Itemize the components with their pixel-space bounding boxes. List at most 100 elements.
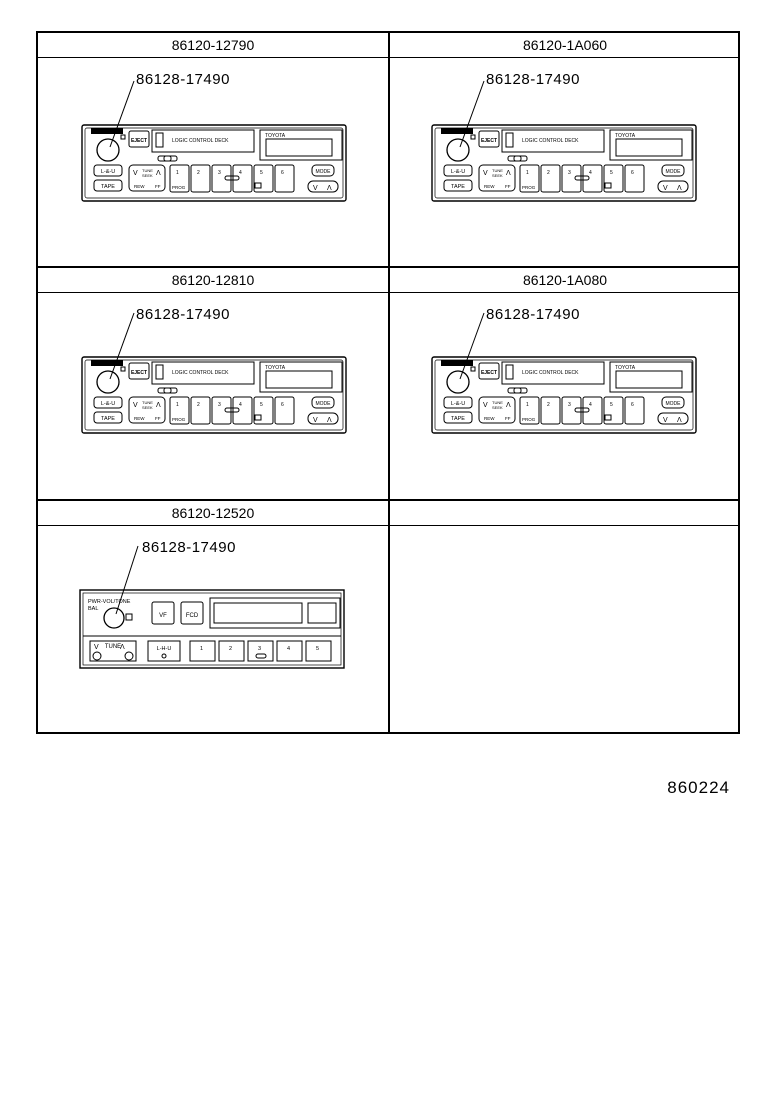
tune-label: TUNE [142, 400, 153, 405]
preset-button [211, 164, 232, 193]
cell-6 [390, 501, 740, 734]
preset-button [624, 396, 645, 425]
preset-label: 3 [568, 170, 571, 176]
cd-icon [604, 182, 612, 189]
tune-knob-right [124, 651, 134, 661]
preset-label: 3 [218, 170, 221, 176]
preset-label: 2 [547, 170, 550, 176]
tune-up-icon: Λ [120, 644, 125, 651]
preset-button [253, 164, 274, 193]
brand-label: TOYOTA [265, 133, 286, 139]
preset-label: 2 [547, 402, 550, 408]
prog-label: PROG [172, 185, 186, 190]
preset-label: 2 [197, 402, 200, 408]
radio-body [79, 589, 345, 669]
part-number-label: 86128-17490 [486, 306, 580, 323]
tune-label: TUNE [105, 644, 121, 650]
preset-label: 1 [526, 170, 529, 176]
leader-line [115, 545, 139, 615]
part-number-label: 86128-17490 [142, 539, 236, 556]
radio-body [81, 356, 347, 434]
seek-up-icon: Λ [506, 402, 511, 409]
seek-label: SEEK [142, 173, 153, 178]
preset-button [169, 164, 190, 193]
lhu-label: L-H-U [157, 646, 172, 652]
eject-button [478, 362, 500, 380]
tape-door [501, 129, 605, 153]
updown-button [657, 412, 689, 425]
display-frame [609, 129, 693, 161]
tape-button [93, 179, 123, 192]
part-number-label: 86128-17490 [136, 306, 230, 323]
knob-label-plate [91, 128, 123, 134]
preset-label: 1 [526, 402, 529, 408]
preset-slider [255, 653, 267, 659]
preset-label: 2 [197, 170, 200, 176]
logic-deck-label: LOGIC CONTROL DECK [522, 138, 579, 144]
tape-window [155, 132, 164, 148]
cell-header [390, 501, 740, 526]
brand-label: TOYOTA [615, 133, 636, 139]
leader-line [459, 312, 485, 380]
knob-label-plate [91, 360, 123, 366]
cd-icon [604, 414, 612, 421]
lu-button [93, 396, 123, 409]
tape-window [155, 364, 164, 380]
eject-label: EJECT [481, 138, 497, 144]
small-button [163, 387, 178, 394]
volume-knob [103, 607, 125, 629]
seek-down-icon: V [483, 402, 488, 409]
tape-label: TAPE [451, 416, 465, 422]
seek-down-icon: V [133, 170, 138, 177]
part-number-label: 86128-17490 [486, 71, 580, 88]
tune-label: TUNE [492, 400, 503, 405]
ff-label: FF [155, 416, 161, 421]
down-icon: V [663, 417, 668, 424]
prog-label: PROG [172, 417, 186, 422]
preset-slider [224, 407, 240, 413]
display-frame [209, 597, 341, 629]
preset-button [218, 640, 245, 662]
knob-label-plate [441, 128, 473, 134]
preset-label: 5 [316, 646, 319, 652]
preset-button [189, 640, 216, 662]
radio-body [431, 124, 697, 202]
seek-up-icon: Λ [156, 402, 161, 409]
preset-label: 3 [568, 402, 571, 408]
knob-indicator [125, 613, 133, 621]
preset-button [582, 396, 603, 425]
preset-button [276, 640, 303, 662]
volume-knob [446, 370, 470, 394]
eject-button [128, 362, 150, 380]
preset-button [561, 164, 582, 193]
tape-button [443, 411, 473, 424]
preset-button [190, 396, 211, 425]
part-number-label: 86128-17490 [136, 71, 230, 88]
knob-indicator [120, 366, 126, 372]
tune-label: TUNE [142, 168, 153, 173]
knob-indicator [120, 134, 126, 140]
preset-label: 1 [176, 402, 179, 408]
cd-icon [254, 182, 262, 189]
preset-button [232, 396, 253, 425]
preset-label: 5 [610, 402, 613, 408]
eject-button [128, 130, 150, 148]
volume-knob [96, 138, 120, 162]
rew-label: REW [134, 184, 145, 189]
preset-slider [224, 175, 240, 181]
bal-label: BAL [88, 606, 98, 612]
preset-button [274, 396, 295, 425]
lu-label: L-&-U [451, 169, 465, 175]
tune-down-icon: V [94, 644, 99, 651]
lhu-button [147, 640, 181, 662]
preset-label: 4 [287, 646, 290, 652]
down-icon: V [313, 185, 318, 192]
tune-knob-left [92, 651, 102, 661]
